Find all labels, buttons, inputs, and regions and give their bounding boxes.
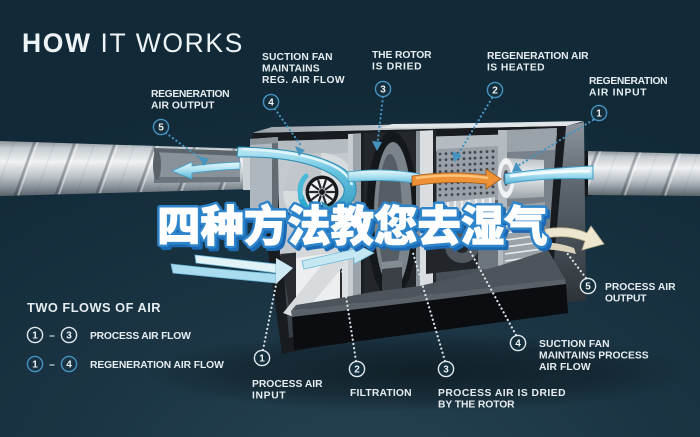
svg-text:2: 2	[492, 86, 498, 97]
svg-text:FILTRATION: FILTRATION	[350, 388, 412, 399]
svg-text:MAINTAINS PROCESS: MAINTAINS PROCESS	[539, 351, 649, 362]
svg-text:2: 2	[354, 365, 360, 376]
svg-text:4: 4	[515, 339, 521, 350]
svg-text:OUTPUT: OUTPUT	[605, 294, 647, 305]
svg-text:INPUT: INPUT	[252, 391, 286, 402]
svg-text:1: 1	[259, 354, 265, 365]
svg-text:1: 1	[596, 109, 602, 120]
svg-text:PROCESS AIR: PROCESS AIR	[252, 379, 323, 390]
svg-text:4: 4	[268, 98, 274, 109]
svg-text:3: 3	[443, 365, 449, 376]
svg-text:REGENERATION: REGENERATION	[151, 89, 230, 100]
svg-text:REGENERATION AIR: REGENERATION AIR	[487, 51, 589, 62]
svg-text:AIR INPUT: AIR INPUT	[589, 88, 647, 99]
svg-text:AIR OUTPUT: AIR OUTPUT	[151, 101, 215, 112]
svg-text:5: 5	[585, 282, 591, 293]
svg-text:REGENERATION AIR FLOW: REGENERATION AIR FLOW	[90, 360, 224, 371]
svg-text:PROCESS AIR IS DRIED: PROCESS AIR IS DRIED	[438, 388, 566, 399]
svg-text:HOW IT WORKS: HOW IT WORKS	[22, 28, 244, 58]
svg-text:TWO FLOWS OF AIR: TWO FLOWS OF AIR	[27, 300, 161, 315]
svg-text:IS HEATED: IS HEATED	[487, 63, 545, 74]
svg-text:5: 5	[158, 123, 164, 134]
svg-text:THE ROTOR: THE ROTOR	[372, 50, 432, 61]
svg-text:IS DRIED: IS DRIED	[372, 62, 422, 73]
svg-text:4: 4	[66, 360, 72, 371]
svg-text:1: 1	[32, 360, 38, 371]
svg-text:SUCTION FAN: SUCTION FAN	[262, 52, 333, 63]
svg-text:–: –	[49, 331, 55, 342]
svg-text:–: –	[49, 360, 55, 371]
svg-text:MAINTAINS: MAINTAINS	[262, 64, 320, 75]
svg-text:PROCESS AIR: PROCESS AIR	[605, 282, 676, 293]
svg-text:3: 3	[66, 331, 72, 342]
svg-text:1: 1	[32, 331, 38, 342]
svg-text:REG. AIR FLOW: REG. AIR FLOW	[262, 75, 345, 86]
svg-text:PROCESS AIR FLOW: PROCESS AIR FLOW	[90, 331, 191, 342]
svg-text:BY THE ROTOR: BY THE ROTOR	[438, 400, 515, 411]
svg-text:AIR FLOW: AIR FLOW	[539, 362, 591, 373]
svg-text:3: 3	[380, 85, 386, 96]
svg-text:SUCTION FAN: SUCTION FAN	[539, 339, 610, 350]
svg-text:REGENERATION: REGENERATION	[589, 76, 668, 87]
